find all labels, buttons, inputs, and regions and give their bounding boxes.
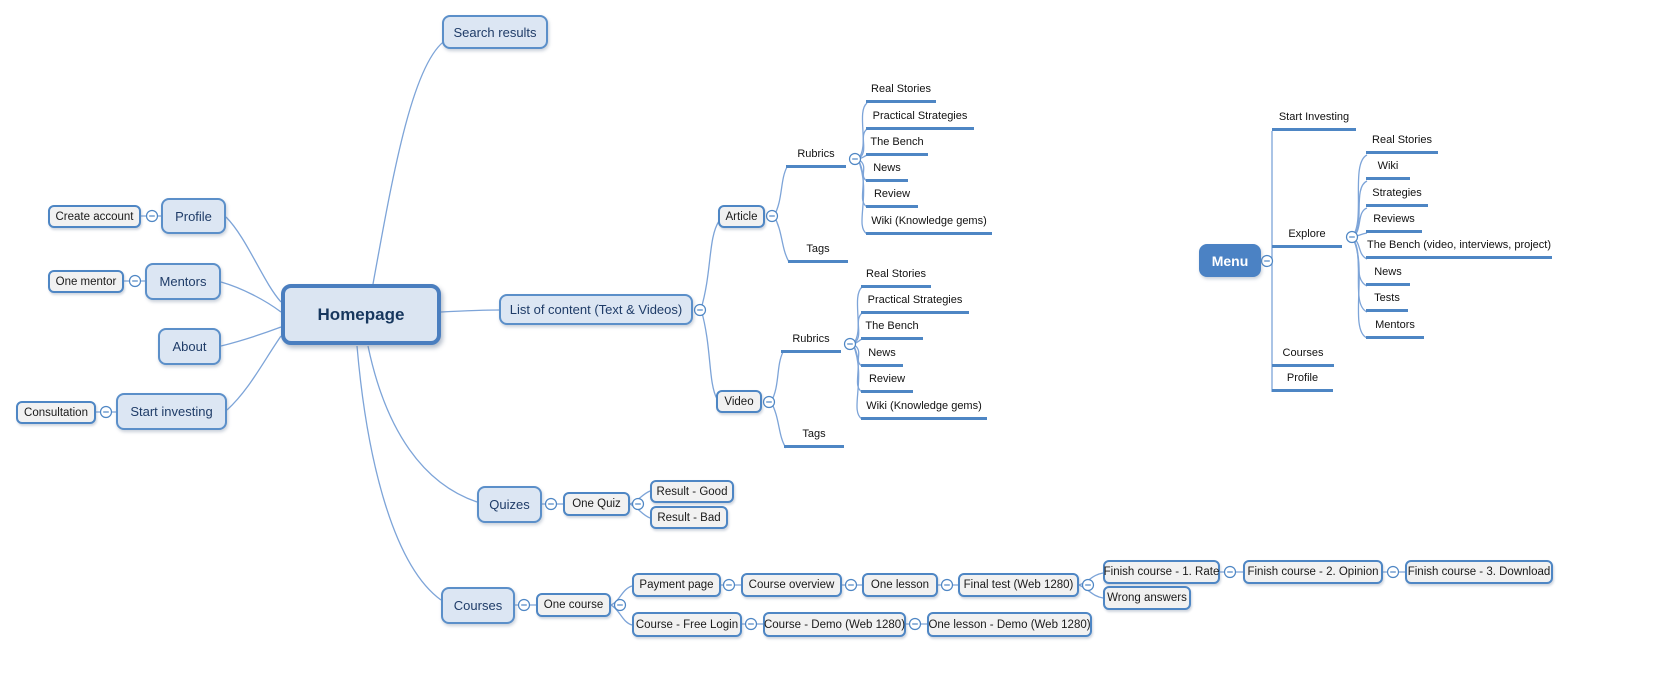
collapse-icon[interactable] [128, 274, 142, 288]
node-article[interactable]: Article [718, 205, 765, 228]
collapse-icon[interactable] [940, 578, 954, 592]
node-course-demo[interactable]: Course - Demo (Web 1280) [763, 612, 906, 637]
node-menu-courses[interactable]: Courses [1272, 346, 1334, 367]
node-menu[interactable]: Menu [1199, 244, 1261, 277]
node-create-account[interactable]: Create account [48, 205, 141, 228]
node-finish-course-opinion[interactable]: Finish course - 2. Opinion [1243, 560, 1383, 584]
node-article-rubric-the-bench[interactable]: The Bench [866, 135, 928, 156]
node-courses[interactable]: Courses [441, 587, 515, 624]
node-about[interactable]: About [158, 328, 221, 365]
node-list-of-content[interactable]: List of content (Text & Videos) [499, 294, 693, 325]
node-payment-page[interactable]: Payment page [632, 573, 721, 597]
node-menu-profile[interactable]: Profile [1272, 371, 1333, 392]
node-one-course[interactable]: One course [536, 593, 611, 617]
node-start-investing[interactable]: Start investing [116, 393, 227, 430]
node-article-rubric-real-stories[interactable]: Real Stories [866, 82, 936, 103]
collapse-icon[interactable] [1345, 230, 1359, 244]
node-article-rubrics[interactable]: Rubrics [786, 147, 846, 168]
node-result-good[interactable]: Result - Good [650, 480, 734, 503]
node-homepage[interactable]: Homepage [281, 284, 441, 345]
node-video-rubrics[interactable]: Rubrics [781, 332, 841, 353]
node-search-results[interactable]: Search results [442, 15, 548, 49]
collapse-icon[interactable] [765, 209, 779, 223]
node-video-rubric-the-bench[interactable]: The Bench [861, 319, 923, 340]
node-article-rubric-practical-strategies[interactable]: Practical Strategies [866, 109, 974, 130]
node-final-test[interactable]: Final test (Web 1280) [958, 573, 1079, 597]
collapse-icon[interactable] [693, 303, 707, 317]
node-finish-course-rate[interactable]: Finish course - 1. Rate [1103, 560, 1220, 584]
node-explore-real-stories[interactable]: Real Stories [1366, 133, 1438, 154]
collapse-icon[interactable] [843, 337, 857, 351]
node-video-rubric-real-stories[interactable]: Real Stories [861, 267, 931, 288]
collapse-icon[interactable] [99, 405, 113, 419]
collapse-icon[interactable] [517, 598, 531, 612]
node-video-tags[interactable]: Tags [784, 427, 844, 448]
node-explore-news[interactable]: News [1366, 265, 1410, 286]
collapse-icon[interactable] [613, 598, 627, 612]
node-menu-explore[interactable]: Explore [1272, 227, 1342, 248]
node-video-rubric-review[interactable]: Review [861, 372, 913, 393]
node-wrong-answers[interactable]: Wrong answers [1103, 586, 1191, 610]
collapse-icon[interactable] [145, 209, 159, 223]
node-consultation[interactable]: Consultation [16, 401, 96, 424]
node-result-bad[interactable]: Result - Bad [650, 506, 728, 529]
node-explore-strategies[interactable]: Strategies [1366, 186, 1428, 207]
collapse-icon[interactable] [1081, 578, 1095, 592]
node-article-rubric-wiki[interactable]: Wiki (Knowledge gems) [866, 214, 992, 235]
node-profile[interactable]: Profile [161, 198, 226, 234]
node-explore-reviews[interactable]: Reviews [1366, 212, 1422, 233]
collapse-icon[interactable] [762, 395, 776, 409]
collapse-icon[interactable] [744, 617, 758, 631]
node-explore-the-bench[interactable]: The Bench (video, interviews, project) [1366, 238, 1552, 259]
node-article-tags[interactable]: Tags [788, 242, 848, 263]
node-explore-wiki[interactable]: Wiki [1366, 159, 1410, 180]
collapse-icon[interactable] [1260, 254, 1274, 268]
node-video-rubric-wiki[interactable]: Wiki (Knowledge gems) [861, 399, 987, 420]
node-explore-mentors[interactable]: Mentors [1366, 318, 1424, 339]
node-finish-course-download[interactable]: Finish course - 3. Download [1405, 560, 1553, 584]
node-video[interactable]: Video [716, 390, 762, 413]
collapse-icon[interactable] [1386, 565, 1400, 579]
node-video-rubric-news[interactable]: News [861, 346, 903, 367]
collapse-icon[interactable] [631, 497, 645, 511]
node-course-free-login[interactable]: Course - Free Login [632, 612, 742, 637]
node-one-mentor[interactable]: One mentor [48, 270, 124, 293]
node-explore-tests[interactable]: Tests [1366, 291, 1408, 312]
node-one-lesson[interactable]: One lesson [862, 573, 938, 597]
node-mentors[interactable]: Mentors [145, 263, 221, 300]
node-one-quiz[interactable]: One Quiz [563, 492, 630, 516]
node-article-rubric-review[interactable]: Review [866, 187, 918, 208]
collapse-icon[interactable] [544, 497, 558, 511]
collapse-icon[interactable] [844, 578, 858, 592]
node-one-lesson-demo[interactable]: One lesson - Demo (Web 1280) [927, 612, 1092, 637]
node-quizes[interactable]: Quizes [477, 486, 542, 523]
collapse-icon[interactable] [908, 617, 922, 631]
collapse-icon[interactable] [1223, 565, 1237, 579]
node-course-overview[interactable]: Course overview [741, 573, 842, 597]
collapse-icon[interactable] [722, 578, 736, 592]
node-article-rubric-news[interactable]: News [866, 161, 908, 182]
node-video-rubric-practical-strategies[interactable]: Practical Strategies [861, 293, 969, 314]
collapse-icon[interactable] [848, 152, 862, 166]
node-menu-start-investing[interactable]: Start Investing [1272, 110, 1356, 131]
